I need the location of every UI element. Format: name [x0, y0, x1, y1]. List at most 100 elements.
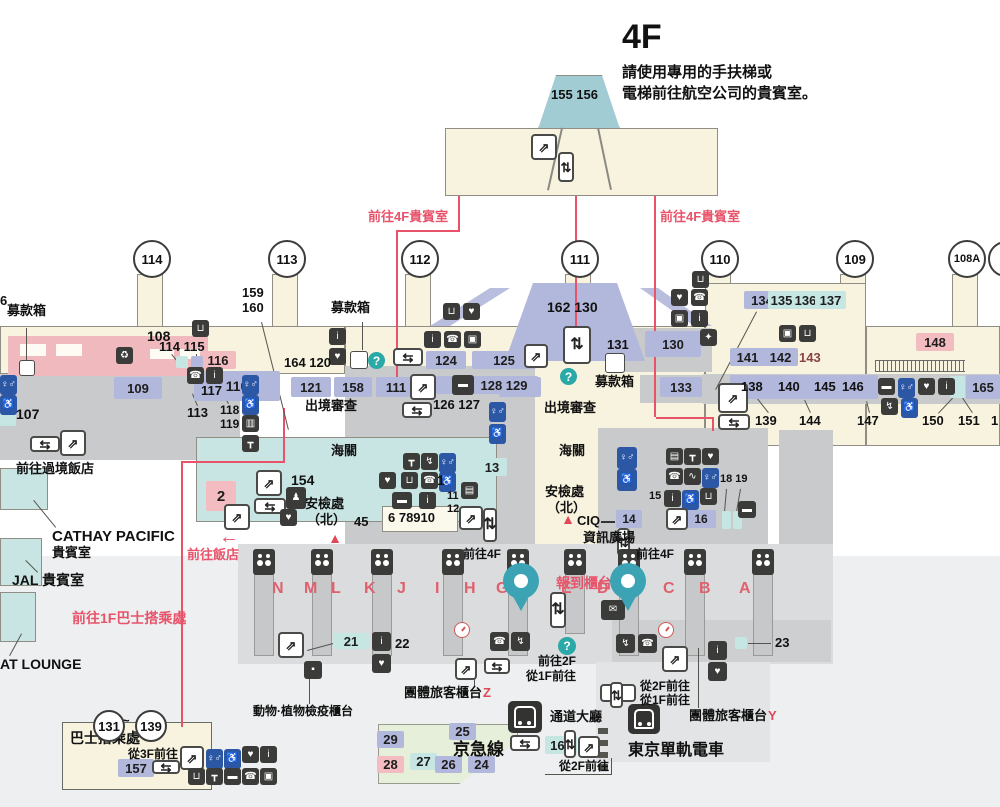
clock-icon	[454, 622, 470, 638]
map-label: 23	[775, 635, 790, 650]
walkway_v-icon: ⇅	[564, 730, 576, 758]
counter-icon	[442, 549, 464, 575]
walkway_v-icon: ⇅	[483, 508, 497, 542]
map-zone	[598, 740, 608, 746]
room-number-chip: 24	[468, 756, 495, 773]
walkway-icon: ⇆	[402, 402, 432, 418]
map-label: C	[663, 580, 675, 597]
phone-icon: ☎	[242, 768, 259, 785]
walkway-icon: ⇆	[484, 658, 510, 674]
map-label: 前往4F	[463, 547, 502, 561]
room-number-chip: 14	[616, 510, 642, 528]
map-label: 138	[741, 379, 763, 394]
map-zone	[0, 592, 36, 642]
counter-icon	[564, 549, 586, 575]
map-zone	[405, 274, 431, 334]
walkway-icon: ⇆	[718, 414, 750, 430]
map-label: 前往4F貴賓室	[368, 209, 449, 224]
map-label: 150	[922, 413, 944, 428]
room-number-chip: 133	[660, 377, 702, 397]
map-label: 1	[991, 413, 999, 428]
gate-circle-111: 111	[561, 240, 599, 278]
route-line	[458, 196, 460, 230]
accessible-icon: ♿	[489, 424, 506, 444]
map-label: 海關	[331, 443, 358, 458]
map-zone	[150, 349, 174, 359]
map-label: 118	[220, 403, 240, 417]
map-chip	[735, 637, 747, 649]
gate-circle-139: 139	[135, 710, 167, 742]
map-zone	[875, 360, 965, 372]
map-label: 團體旅客櫃台	[404, 685, 483, 700]
accessible-icon: ♿	[242, 395, 259, 415]
accessible-icon: ♿	[617, 469, 637, 491]
room-number-chip: 28	[377, 756, 404, 773]
info-icon: i	[708, 641, 727, 660]
map-label: 前往1F巴士搭乘處	[72, 610, 187, 626]
toilet-icon: ♀♂	[702, 468, 719, 488]
map-zone	[56, 344, 82, 356]
room-number-chip: 116	[200, 351, 236, 369]
accessible-icon: ♿	[439, 472, 456, 492]
room-number-chip: 135	[768, 291, 795, 309]
faucet-icon: ┳	[206, 768, 223, 785]
map-label: 18 19	[720, 473, 748, 485]
map-zone	[254, 574, 274, 656]
computer-icon: ▣	[260, 768, 277, 785]
map-zone	[598, 752, 608, 758]
luggage-icon: ▥	[242, 415, 259, 432]
leader-line	[545, 774, 612, 775]
smoking-icon: ▬	[224, 768, 241, 785]
vending-icon: ⊔	[443, 303, 460, 320]
location-pin-dot	[514, 574, 528, 588]
phone-icon: ☎	[187, 367, 204, 384]
leader-line	[611, 758, 612, 774]
map-label: JAL 貴賓室	[12, 572, 85, 588]
room-number-chip: 111	[376, 377, 416, 397]
map-label: A	[739, 580, 751, 597]
room-number-chip: 27	[410, 753, 437, 770]
map-label: 145	[814, 379, 836, 394]
gate-circle-113: 113	[268, 240, 306, 278]
map-label: 119	[220, 417, 240, 431]
escalator-icon: ⇗	[666, 508, 688, 530]
phone-icon: ☎	[638, 634, 657, 653]
map-label: 146	[842, 379, 864, 394]
trash-icon: ♻	[116, 347, 133, 364]
map-label: CATHAY PACIFIC	[52, 528, 175, 545]
room-number-chip: 26	[435, 756, 462, 773]
map-label: 資訊廣場	[583, 530, 636, 545]
map-label: 募款箱	[7, 303, 47, 318]
map-label: M	[304, 580, 318, 597]
escalator-icon: ⇗	[60, 430, 86, 456]
map-label: 159	[242, 285, 264, 300]
room-number-chip: 136	[792, 291, 819, 309]
map-label: 通道大廳	[550, 709, 603, 724]
info-icon: i	[424, 331, 441, 348]
computer-icon: ▣	[464, 331, 481, 348]
map-label: Y	[768, 708, 777, 723]
map-label: 東京單軌電車	[628, 742, 725, 759]
map-label: 140	[778, 379, 800, 394]
map-label: 前往飯店	[187, 547, 240, 562]
map-label: 113	[187, 405, 208, 420]
escalator-icon: ⇗	[718, 383, 748, 413]
vending-icon: ⊔	[401, 472, 418, 489]
map-zone	[598, 728, 608, 734]
question-icon: ?	[560, 368, 577, 385]
map-label: 12	[447, 503, 460, 515]
floor-header: 4F 請使用專用的手扶梯或 電梯前往航空公司的貴賓室。	[622, 18, 817, 103]
vending-icon: ⊔	[799, 325, 816, 342]
map-zone	[8, 336, 208, 376]
map-label: B	[699, 580, 711, 597]
map-label: 出境審查	[305, 398, 358, 413]
room-number-chip: 157	[118, 759, 154, 777]
map-label: 162 130	[547, 299, 598, 315]
counter-icon	[371, 549, 393, 575]
toilet-icon: ♀♂	[0, 375, 17, 395]
charge-icon: ↯	[616, 634, 635, 653]
map-zone	[445, 128, 718, 196]
toilet-icon: ♀♂	[489, 402, 506, 422]
map-chip	[176, 356, 188, 368]
